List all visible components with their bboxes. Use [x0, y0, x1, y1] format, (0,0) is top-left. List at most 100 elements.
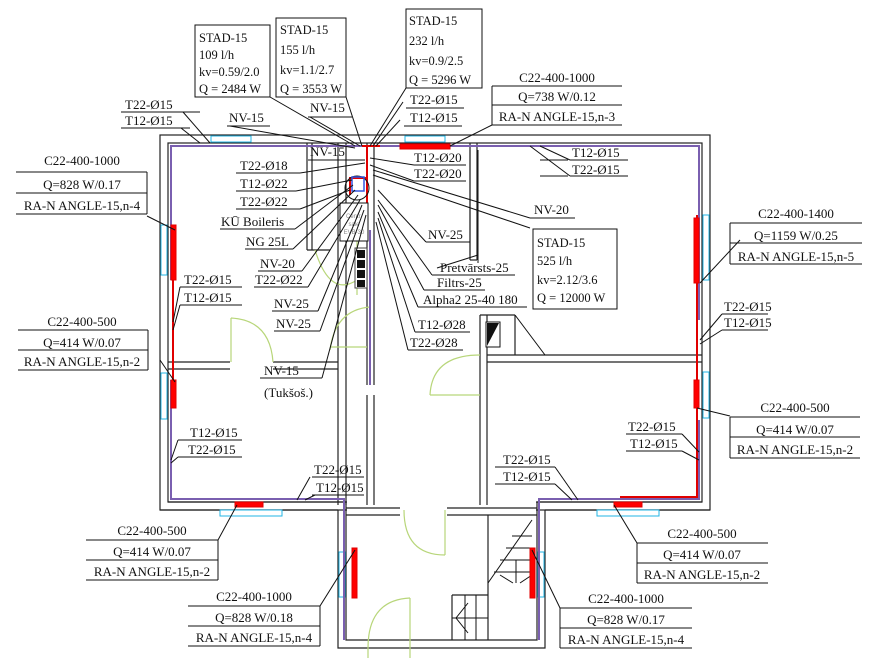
pipe-label: T22-Ø15 [628, 419, 676, 434]
pipe-label: T12-Ø15 [724, 315, 772, 330]
stad-box: STAD-15 525 l/h kv=2.12/3.6 Q = 12000 W [532, 228, 618, 310]
door-arc [367, 597, 411, 649]
pipe-label: T12-Ø15 [184, 290, 232, 305]
stad-kv: kv=1.1/2.7 [280, 63, 334, 77]
pipe-label: T22-Ø15 [184, 272, 232, 287]
stad-kv: kv=0.59/2.0 [199, 65, 260, 79]
valve-label: NV-25 [274, 296, 309, 311]
pipe-label: T22-Ø22 [255, 272, 303, 287]
pump-label: Alpha2 25-40 180 [423, 292, 518, 307]
staircase [451, 515, 533, 640]
valve-label: NV-15 [310, 100, 345, 115]
radiator-power: Q=828 W/0.18 [215, 610, 293, 625]
radiator-model: C22-400-500 [47, 314, 116, 329]
pipe-label: T12-Ø15 [630, 436, 678, 451]
radiator-valve: RA-N ANGLE-15,n-4 [24, 198, 141, 213]
stad-power: Q = 5296 W [409, 73, 471, 87]
radiator-model: C22-400-1000 [44, 153, 120, 168]
radiator-model: C22-400-500 [667, 526, 736, 541]
radiators-drawn [170, 143, 700, 599]
radiator-model: C22-400-500 [117, 523, 186, 538]
radiator-hall-left [351, 547, 358, 599]
pipe-label: T12-Ø15 [125, 113, 173, 128]
radiator-model: C22-400-1400 [758, 206, 834, 221]
equipment-label: Pretvārsts-25 [440, 260, 509, 275]
valve-label: NV-15 [310, 144, 345, 159]
pipe-label: T22-Ø15 [125, 97, 173, 112]
radiator-power: Q=414 W/0.07 [113, 544, 191, 559]
window [160, 372, 168, 420]
equipment-label: NG 25L [246, 234, 289, 249]
stad-flow: 109 l/h [199, 48, 235, 62]
radiator-label-right-middle: C22-400-500 Q=414 W/0.07 RA-N ANGLE-15,n… [729, 400, 860, 459]
valve-label: NV-20 [260, 256, 295, 271]
radiator-left-upper [170, 224, 177, 281]
window [596, 509, 660, 517]
radiator-valve: RA-N ANGLE-15,n-3 [499, 109, 615, 124]
radiator-power: Q=414 W/0.07 [43, 335, 121, 350]
door-arc [329, 306, 371, 351]
radiator-label-left-middle: C22-400-500 Q=414 W/0.07 RA-N ANGLE-15,n… [18, 314, 149, 371]
window [702, 371, 710, 419]
svg-text:EVB-30: EVB-30 [344, 230, 365, 236]
radiator-right-middle [693, 379, 700, 409]
valve-label: NV-25 [428, 227, 463, 242]
central-unit-label: Centr. [346, 214, 362, 220]
radiator-valve: RA-N ANGLE-15,n-2 [24, 354, 140, 369]
stad-box: STAD-15 109 l/h kv=0.59/2.0 Q = 2484 W [194, 24, 271, 98]
radiator-model: C22-400-1000 [588, 591, 664, 606]
radiator-valve: RA-N ANGLE-15,n-2 [737, 442, 853, 457]
radiator-right-upper [693, 217, 700, 284]
hall-wall-inner [345, 510, 538, 641]
door-arc [429, 354, 481, 396]
radiator-label-bottom-left: C22-400-500 Q=414 W/0.07 RA-N ANGLE-15,n… [86, 523, 219, 581]
boiler-equipment: Centr. sale EVB-30 [339, 175, 501, 348]
pipe-label: T22-Ø18 [240, 158, 288, 173]
manifold [354, 247, 368, 289]
stad-model: STAD-15 [537, 236, 585, 250]
return-pipe [170, 380, 345, 640]
radiator-valve: RA-N ANGLE-15,n-2 [644, 567, 760, 582]
radiator-model: C22-400-1000 [216, 589, 292, 604]
radiator-power: Q=828 W/0.17 [43, 177, 121, 192]
pipe-label: T22-Ø20 [414, 166, 462, 181]
boiler-icon [351, 176, 365, 192]
radiator-top [399, 143, 451, 150]
svg-text:sale: sale [348, 222, 360, 228]
pipe-label: T22-Ø15 [314, 462, 362, 477]
stad-model: STAD-15 [280, 23, 328, 37]
radiator-label-right-upper: C22-400-1400 Q=1159 W/0.25 RA-N ANGLE-15… [729, 206, 862, 265]
pipe-label: T12-Ø20 [414, 150, 462, 165]
radiator-label-bottom-right: C22-400-500 Q=414 W/0.07 RA-N ANGLE-15,n… [636, 526, 768, 584]
pipe-label: T12-Ø28 [418, 317, 466, 332]
drain-label: (Tukšoš.) [264, 385, 313, 400]
radiator-label-hall-left: C22-400-1000 Q=828 W/0.18 RA-N ANGLE-15,… [188, 589, 321, 647]
stad-model: STAD-15 [409, 14, 457, 28]
stad-kv: kv=0.9/2.5 [409, 54, 463, 68]
pipe-label: T12-Ø15 [572, 145, 620, 160]
stad-flow: 525 l/h [537, 254, 573, 268]
valve-label: NV-20 [534, 202, 569, 217]
equipment-label: KŪ Boileris [221, 214, 284, 229]
stad-box: STAD-15 155 l/h kv=1.1/2.7 Q = 3553 W [275, 17, 347, 98]
radiator-label-hall-right: C22-400-1000 Q=828 W/0.17 RA-N ANGLE-15,… [559, 591, 692, 649]
radiator-power: Q=738 W/0.12 [518, 89, 596, 104]
valve-label: NV-15 [264, 363, 299, 378]
pipe-label: T22-Ø15 [572, 162, 620, 177]
radiator-valve: RA-N ANGLE-15,n-2 [94, 564, 210, 579]
pipe-label: T12-Ø15 [503, 469, 551, 484]
leader-lines [121, 87, 768, 609]
pipe-label: T22-Ø28 [410, 335, 458, 350]
radiator-power: Q=414 W/0.07 [756, 422, 834, 437]
door-arc [230, 317, 274, 363]
valve-label: NV-25 [276, 316, 311, 331]
stad-flow: 155 l/h [280, 43, 316, 57]
stad-flow: 232 l/h [409, 34, 445, 48]
radiator-hall-right [529, 547, 536, 599]
windows [160, 135, 710, 598]
door-arc [314, 249, 358, 286]
pipe-label: T12-Ø15 [410, 110, 458, 125]
pipe-label: T22-Ø15 [188, 442, 236, 457]
valve-label: NV-15 [229, 110, 264, 125]
